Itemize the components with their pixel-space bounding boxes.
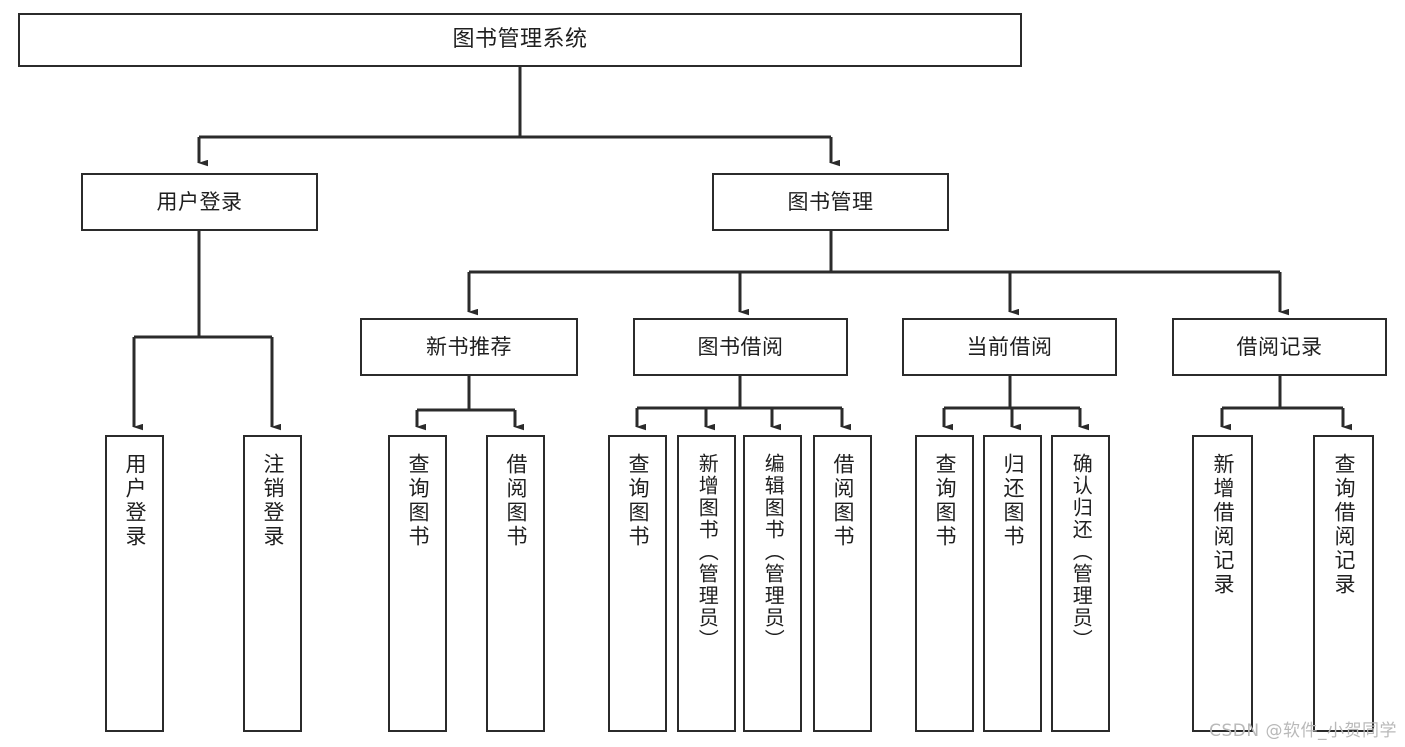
leaf-user-login[interactable]: 用户登录 (105, 435, 164, 732)
node-label: 编辑图书（管理员） (761, 453, 786, 651)
leaf-query-book-current[interactable]: 查询图书 (915, 435, 974, 732)
node-label: 归还图书 (1000, 453, 1025, 549)
node-label: 查询图书 (405, 453, 430, 549)
node-root-system[interactable]: 图书管理系统 (18, 13, 1022, 67)
node-new-book-recommend[interactable]: 新书推荐 (360, 318, 578, 376)
node-label: 注销登录 (260, 453, 285, 549)
node-user-login[interactable]: 用户登录 (81, 173, 318, 231)
node-label: 图书借阅 (697, 334, 784, 359)
watermark: CSDN @软件_小贺同学 (1209, 721, 1397, 741)
leaf-logout[interactable]: 注销登录 (243, 435, 302, 732)
node-label: 图书管理 (787, 189, 874, 214)
node-label: 图书管理系统 (452, 27, 588, 53)
node-label: 借阅记录 (1236, 334, 1323, 359)
node-label: 查询图书 (932, 453, 957, 549)
leaf-borrow-book[interactable]: 借阅图书 (813, 435, 872, 732)
node-book-management[interactable]: 图书管理 (712, 173, 949, 231)
node-label: 借阅图书 (503, 453, 528, 549)
node-label: 用户登录 (122, 453, 147, 549)
node-label: 新书推荐 (426, 334, 512, 359)
node-book-borrow[interactable]: 图书借阅 (633, 318, 848, 376)
leaf-borrow-book-recommend[interactable]: 借阅图书 (486, 435, 545, 732)
leaf-add-book-admin[interactable]: 新增图书（管理员） (677, 435, 736, 732)
leaf-query-book-recommend[interactable]: 查询图书 (388, 435, 447, 732)
leaf-add-borrow-record[interactable]: 新增借阅记录 (1192, 435, 1253, 732)
node-label: 查询借阅记录 (1331, 453, 1356, 597)
leaf-query-book[interactable]: 查询图书 (608, 435, 667, 732)
node-label: 借阅图书 (830, 453, 855, 549)
leaf-return-book[interactable]: 归还图书 (983, 435, 1042, 732)
node-label: 当前借阅 (966, 334, 1053, 359)
leaf-query-borrow-record[interactable]: 查询借阅记录 (1313, 435, 1374, 732)
node-current-borrow[interactable]: 当前借阅 (902, 318, 1117, 376)
leaf-edit-book-admin[interactable]: 编辑图书（管理员） (743, 435, 802, 732)
node-label: 确认归还（管理员） (1069, 453, 1094, 651)
node-label: 查询图书 (625, 453, 650, 549)
node-label: 用户登录 (156, 189, 243, 214)
node-borrow-record[interactable]: 借阅记录 (1172, 318, 1387, 376)
node-label: 新增图书（管理员） (695, 453, 720, 651)
node-label: 新增借阅记录 (1210, 453, 1235, 597)
leaf-confirm-return-admin[interactable]: 确认归还（管理员） (1051, 435, 1110, 732)
